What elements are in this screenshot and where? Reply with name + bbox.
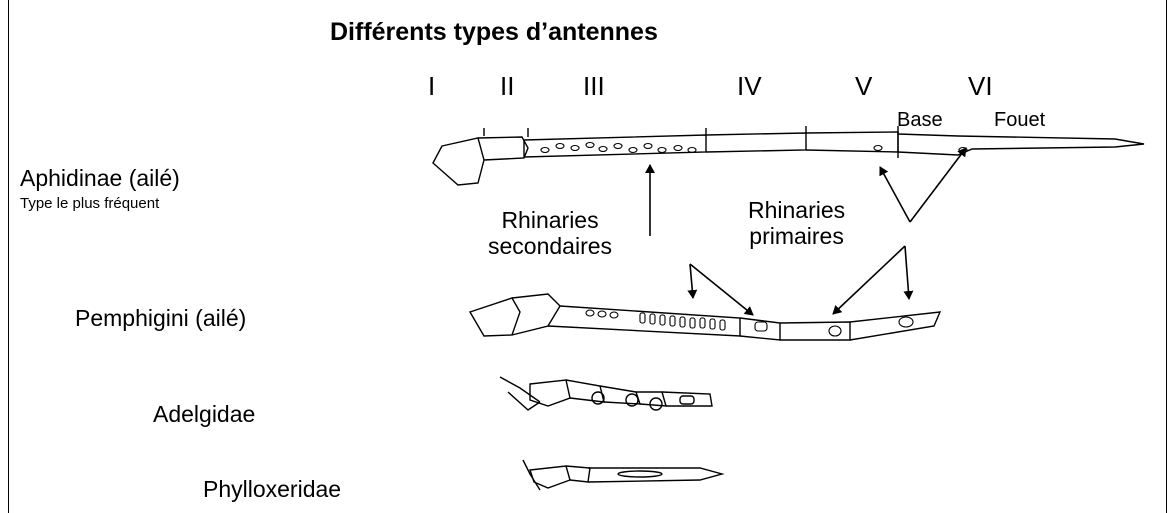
annotation-arrows — [650, 148, 966, 315]
aphidinae-antenna-drawing — [433, 126, 1144, 185]
pemphigini-antenna-drawing — [470, 294, 940, 340]
phylloxeridae-antenna-drawing — [523, 460, 722, 490]
adelgidae-antenna-drawing — [500, 377, 712, 410]
